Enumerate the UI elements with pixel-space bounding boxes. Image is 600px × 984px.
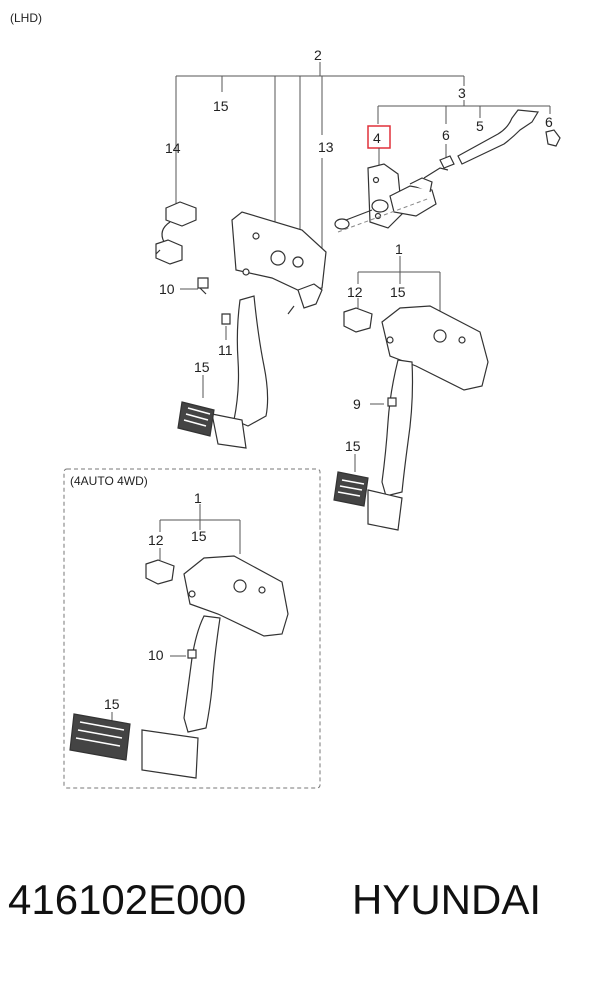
part-number: 416102E000 [8, 876, 247, 923]
label-3: 3 [458, 85, 466, 101]
variant-note: (4AUTO 4WD) [70, 474, 148, 488]
variant-pedal-assembly-drawing [69, 555, 289, 779]
variant-box [63, 468, 321, 789]
label-15-mid-lower: 15 [345, 438, 361, 454]
label-1: 1 [395, 241, 403, 257]
label-13: 13 [318, 139, 334, 155]
brake-pedal-assembly-drawing [333, 305, 489, 531]
callout-lines-1 [354, 256, 441, 472]
label-5: 5 [476, 118, 484, 134]
label-1-variant: 1 [194, 490, 202, 506]
label-14: 14 [165, 140, 181, 156]
label-4: 4 [373, 130, 381, 146]
label-11: 11 [218, 342, 233, 358]
drive-note: (LHD) [10, 11, 42, 25]
label-15: 15 [213, 98, 229, 114]
label-10-variant: 10 [148, 647, 164, 663]
label-2: 2 [314, 47, 322, 63]
label-12-variant: 12 [148, 532, 164, 548]
label-15-left: 15 [194, 359, 210, 375]
dashed-link-4 [337, 197, 431, 233]
clutch-master-cylinder-drawing [334, 109, 561, 230]
label-15-mid: 15 [390, 284, 406, 300]
label-15-variant-lower: 15 [104, 696, 120, 712]
brand-name: HYUNDAI [352, 876, 542, 923]
label-6: 6 [442, 127, 450, 143]
label-12: 12 [347, 284, 363, 300]
callout-lines-2 [175, 62, 551, 285]
label-10: 10 [159, 281, 175, 297]
label-6-right: 6 [545, 114, 553, 130]
stop-lamp-switch-drawing [155, 201, 197, 265]
pedal-bracket-drawing [177, 211, 327, 449]
label-15-variant: 15 [191, 528, 207, 544]
label-9: 9 [353, 396, 361, 412]
